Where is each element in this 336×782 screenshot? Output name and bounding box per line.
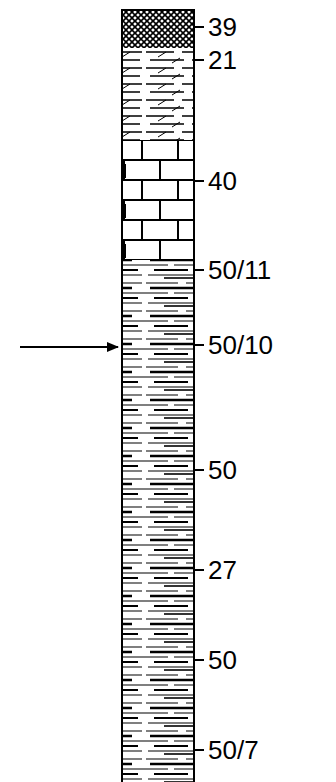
blow-count: 40 bbox=[208, 168, 237, 194]
column-outline bbox=[122, 10, 194, 782]
limestone-layer bbox=[122, 140, 194, 260]
silt-layer bbox=[122, 48, 194, 140]
blow-count: 39 bbox=[208, 14, 237, 40]
marker-arrow bbox=[20, 346, 118, 348]
blow-count: 27 bbox=[208, 557, 237, 583]
blow-count: 50 bbox=[208, 647, 237, 673]
blow-count: 50 bbox=[208, 457, 237, 483]
blow-count: 50/10 bbox=[208, 332, 273, 358]
blow-count: 50/11 bbox=[208, 257, 271, 283]
blow-count: 50/7 bbox=[208, 737, 259, 763]
shale-layer bbox=[122, 260, 194, 782]
blow-count: 21 bbox=[208, 47, 237, 73]
fill-layer bbox=[122, 10, 194, 48]
depth-ticks bbox=[194, 27, 204, 750]
